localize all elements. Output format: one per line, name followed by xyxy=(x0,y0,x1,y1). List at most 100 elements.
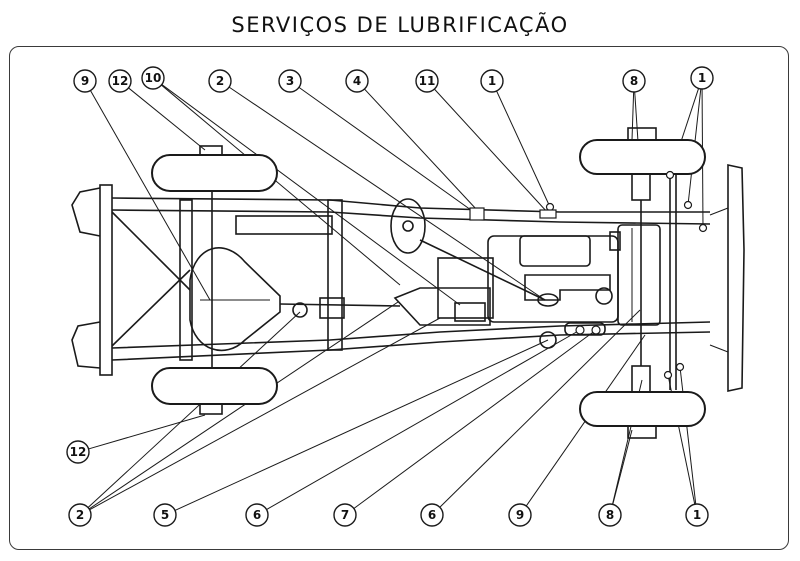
callout-circle xyxy=(208,69,232,93)
callout-number: 2 xyxy=(216,74,224,88)
callout-2: 10 xyxy=(141,66,165,90)
callout-9: 1 xyxy=(690,66,714,90)
steering-hub xyxy=(402,220,414,232)
leader-line xyxy=(364,88,478,211)
rear-tire-bottom xyxy=(151,367,278,405)
front-tire-top xyxy=(579,139,706,175)
leader-line xyxy=(439,309,641,508)
front-hub-bottom xyxy=(627,425,657,439)
intake-manifold xyxy=(519,235,591,267)
lube-point xyxy=(675,362,685,372)
leader-line xyxy=(298,86,479,216)
lube-point xyxy=(698,223,708,233)
callout-12: 5 xyxy=(153,503,177,527)
leader-line xyxy=(353,329,597,509)
exhaust-manifold xyxy=(524,274,611,301)
callout-0: 9 xyxy=(73,69,97,93)
rear-crossmember xyxy=(99,184,113,376)
callout-circle xyxy=(480,69,504,93)
steering-knuckle-bottom xyxy=(631,365,651,393)
callout-circle xyxy=(141,66,165,90)
callout-circle xyxy=(345,69,369,93)
callout-number: 9 xyxy=(516,508,524,522)
callout-circle xyxy=(278,69,302,93)
gearbox-cover xyxy=(454,302,486,322)
diagram-frame xyxy=(9,46,789,550)
callout-number: 11 xyxy=(419,74,436,88)
leader-line xyxy=(631,91,635,141)
callout-8: 8 xyxy=(622,69,646,93)
leader-line xyxy=(174,339,549,511)
callout-13: 6 xyxy=(245,503,269,527)
rear-bumper-top xyxy=(71,187,101,237)
lube-point xyxy=(591,325,601,335)
transmission xyxy=(393,287,491,326)
callout-circle xyxy=(333,503,357,527)
rear-hub-bottom xyxy=(199,403,223,415)
callout-number: 7 xyxy=(341,508,349,522)
front-hub-top xyxy=(627,127,657,141)
callout-circle xyxy=(415,69,439,93)
leader-line xyxy=(161,84,461,306)
rear-brace-2 xyxy=(111,269,191,347)
callout-number: 8 xyxy=(630,74,638,88)
callout-6: 11 xyxy=(415,69,439,93)
differential-housing xyxy=(189,247,281,352)
frame-rail-top-inner xyxy=(111,209,711,225)
steering-column xyxy=(419,239,546,301)
rear-tire-top xyxy=(151,154,278,192)
callout-circle xyxy=(685,503,709,527)
leader-line xyxy=(90,90,211,301)
callout-circle xyxy=(690,66,714,90)
radiator-cap xyxy=(609,231,621,251)
callout-5: 4 xyxy=(345,69,369,93)
callout-circle xyxy=(66,440,90,464)
callout-number: 12 xyxy=(112,74,129,88)
callout-number: 12 xyxy=(70,445,87,459)
callout-circle xyxy=(508,503,532,527)
rear-brace-1 xyxy=(111,211,191,291)
front-tire-bottom xyxy=(579,391,706,427)
leader-line xyxy=(228,86,546,301)
leader-line xyxy=(87,311,301,508)
leader-line xyxy=(88,414,206,450)
callout-number: 1 xyxy=(698,71,706,85)
radiator xyxy=(617,224,661,326)
callout-10: 12 xyxy=(66,440,90,464)
callout-number: 2 xyxy=(76,508,84,522)
callout-17: 8 xyxy=(598,503,622,527)
rear-bumper-bottom xyxy=(71,321,101,369)
fuel-tank xyxy=(235,215,333,235)
bumper-bracket-bottom xyxy=(709,344,729,353)
callout-number: 5 xyxy=(161,508,169,522)
universal-joint-rear xyxy=(292,302,308,318)
steering-wheel xyxy=(390,198,426,254)
callout-15: 6 xyxy=(420,503,444,527)
callout-circle xyxy=(245,503,269,527)
leader-line xyxy=(88,301,399,510)
callout-number: 9 xyxy=(81,74,89,88)
front-bumper xyxy=(727,164,745,392)
lube-point xyxy=(683,200,693,210)
lube-point xyxy=(665,170,675,180)
rear-hub-top xyxy=(199,145,223,156)
bumper-bracket-top xyxy=(709,207,729,216)
leader-lines xyxy=(87,84,704,511)
leader-line xyxy=(161,84,401,286)
leader-line xyxy=(128,87,206,151)
callout-number: 3 xyxy=(286,74,294,88)
callout-circle xyxy=(598,503,622,527)
rear-axle-crossmember xyxy=(179,199,193,361)
callout-number: 1 xyxy=(693,508,701,522)
distributor xyxy=(595,287,613,305)
callout-number: 6 xyxy=(253,508,261,522)
generator xyxy=(539,331,557,349)
engine-block xyxy=(487,235,619,323)
lube-point xyxy=(469,207,485,221)
callout-number: 10 xyxy=(145,71,162,85)
callout-18: 1 xyxy=(685,503,709,527)
callout-14: 7 xyxy=(333,503,357,527)
leader-line xyxy=(679,366,697,505)
